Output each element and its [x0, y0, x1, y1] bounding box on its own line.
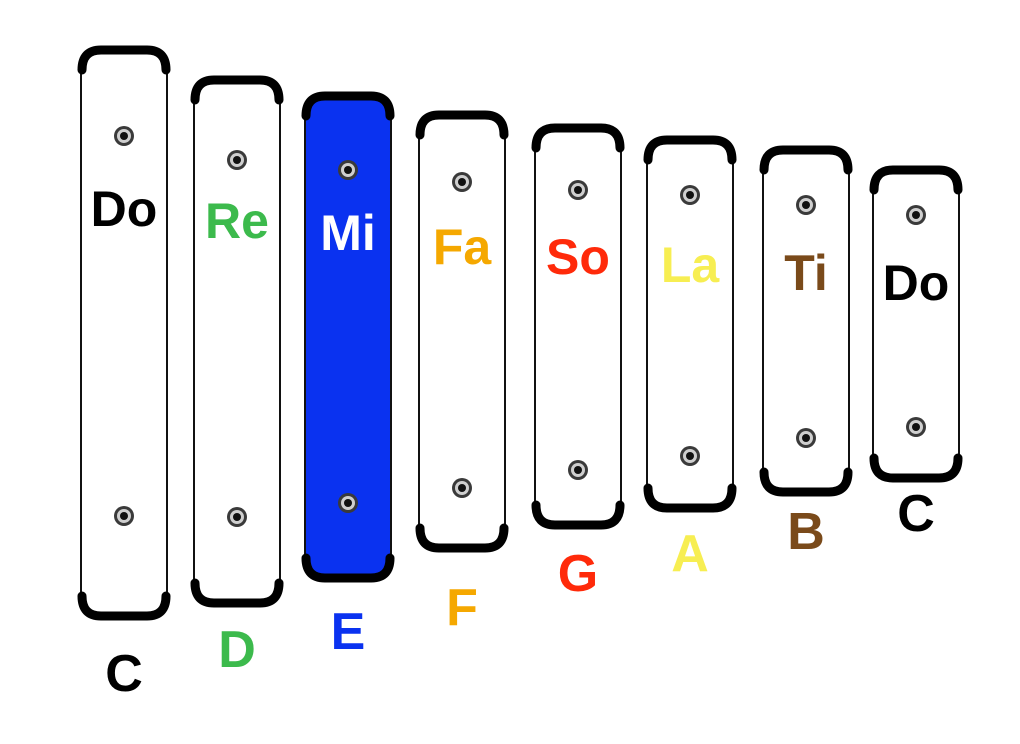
bar-7-solfege-label: Ti [784, 245, 828, 301]
bar-bottom-cap [869, 453, 963, 483]
bar-top-cap [190, 75, 284, 105]
bar-1-solfege-label: Do [90, 181, 158, 237]
screw-hole-center [120, 512, 128, 520]
bar-top-cap [759, 145, 853, 175]
screw-hole-center [233, 156, 241, 164]
bar-8-solfege-label: Do [882, 255, 950, 311]
bar-6-letter-label: A [671, 525, 709, 583]
bar-bottom-cap [301, 553, 395, 583]
bar-bottom-cap [759, 467, 853, 497]
bar-top-cap [77, 45, 171, 75]
bar-bottom-cap [415, 523, 509, 553]
screw-hole-center [802, 434, 810, 442]
bar-5-letter-label: G [557, 545, 599, 603]
bar-3-letter-label: E [330, 603, 366, 661]
bar-1-letter-label: C [105, 645, 143, 703]
bar-2-letter-label: D [218, 621, 256, 679]
bar-6-solfege-label: La [660, 237, 720, 293]
bar-top-cap [869, 165, 963, 195]
bar-top-cap [415, 110, 509, 140]
screw-hole-center [574, 186, 582, 194]
bar-5-solfege-label: So [546, 229, 610, 285]
screw-hole-center [458, 484, 466, 492]
screw-hole-center [686, 452, 694, 460]
bar-bottom-cap [531, 500, 625, 530]
bar-8-letter-label: C [897, 485, 935, 543]
screw-hole-center [233, 513, 241, 521]
bar-3-solfege-label: Mi [320, 205, 376, 261]
bar-4-solfege-label: Fa [432, 219, 492, 275]
bar-bottom-cap [190, 578, 284, 608]
screw-hole-center [912, 423, 920, 431]
bar-4-letter-label: F [446, 579, 478, 637]
bar-top-cap [301, 91, 395, 121]
screw-hole-center [344, 499, 352, 507]
screw-hole-center [686, 191, 694, 199]
bar-bottom-cap [77, 591, 171, 621]
bar-2-solfege-label: Re [205, 193, 269, 249]
bar-bottom-cap [643, 483, 737, 513]
screw-hole-center [912, 211, 920, 219]
bar-top-cap [643, 135, 737, 165]
screw-hole-center [344, 166, 352, 174]
screw-hole-center [574, 466, 582, 474]
bar-top-cap [531, 123, 625, 153]
screw-hole-center [120, 132, 128, 140]
screw-hole-center [458, 178, 466, 186]
screw-hole-center [802, 201, 810, 209]
bar-7-letter-label: B [787, 503, 825, 561]
